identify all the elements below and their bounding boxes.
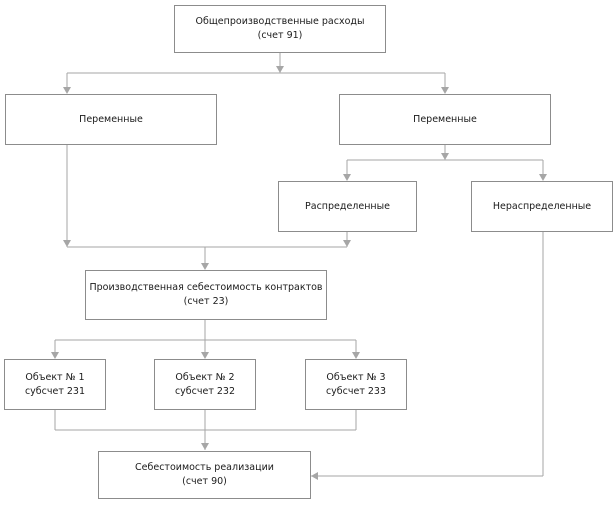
- arrow-head: [441, 87, 449, 94]
- arrow-head: [311, 472, 318, 480]
- box-account: (счет 90): [182, 476, 227, 487]
- arrow-head: [343, 240, 351, 247]
- box-label: Объект № 2: [175, 371, 235, 383]
- arrow-head: [201, 443, 209, 450]
- box-account: субсчет 232: [174, 385, 236, 397]
- overhead-expenses-box: Общепроизводственные расходы (счет 91): [174, 5, 386, 53]
- variable-right-box: Переменные: [339, 94, 551, 145]
- box-label: Нераспределенные: [492, 200, 592, 212]
- cost-of-sales-box: Себестоимость реализации (счет 90): [98, 451, 311, 499]
- box-label: Объект № 3: [326, 371, 386, 383]
- arrow-head: [539, 174, 547, 181]
- variable-left-box: Переменные: [5, 94, 217, 145]
- box-account: субсчет 233: [325, 385, 387, 397]
- box-account: (счет 23): [183, 296, 229, 307]
- box-label: Производственная себестоимость контракто…: [89, 282, 323, 293]
- object-2-box: Объект № 2 субсчет 232: [154, 359, 256, 410]
- arrow-head: [63, 240, 71, 247]
- arrow-head: [63, 87, 71, 94]
- distributed-box: Распределенные: [278, 181, 417, 232]
- object-1-box: Объект № 1 субсчет 231: [4, 359, 106, 410]
- arrow-head: [201, 352, 209, 359]
- box-label: Переменные: [413, 113, 477, 125]
- arrow-head: [441, 153, 449, 160]
- undistributed-box: Нераспределенные: [471, 181, 613, 232]
- arrow-head: [352, 352, 360, 359]
- object-3-box: Объект № 3 субсчет 233: [305, 359, 407, 410]
- box-account: (счет 91): [257, 30, 303, 41]
- box-account: субсчет 231: [24, 385, 86, 397]
- production-cost-box: Производственная себестоимость контракто…: [85, 270, 327, 320]
- box-label: Переменные: [79, 113, 143, 125]
- arrow-head: [201, 263, 209, 270]
- arrow-head: [343, 174, 351, 181]
- arrow-head: [51, 352, 59, 359]
- box-label: Объект № 1: [25, 371, 85, 383]
- box-label: Общепроизводственные расходы: [195, 16, 365, 27]
- box-label: Себестоимость реализации: [135, 462, 274, 473]
- arrow-head: [276, 66, 284, 73]
- box-label: Распределенные: [305, 200, 390, 212]
